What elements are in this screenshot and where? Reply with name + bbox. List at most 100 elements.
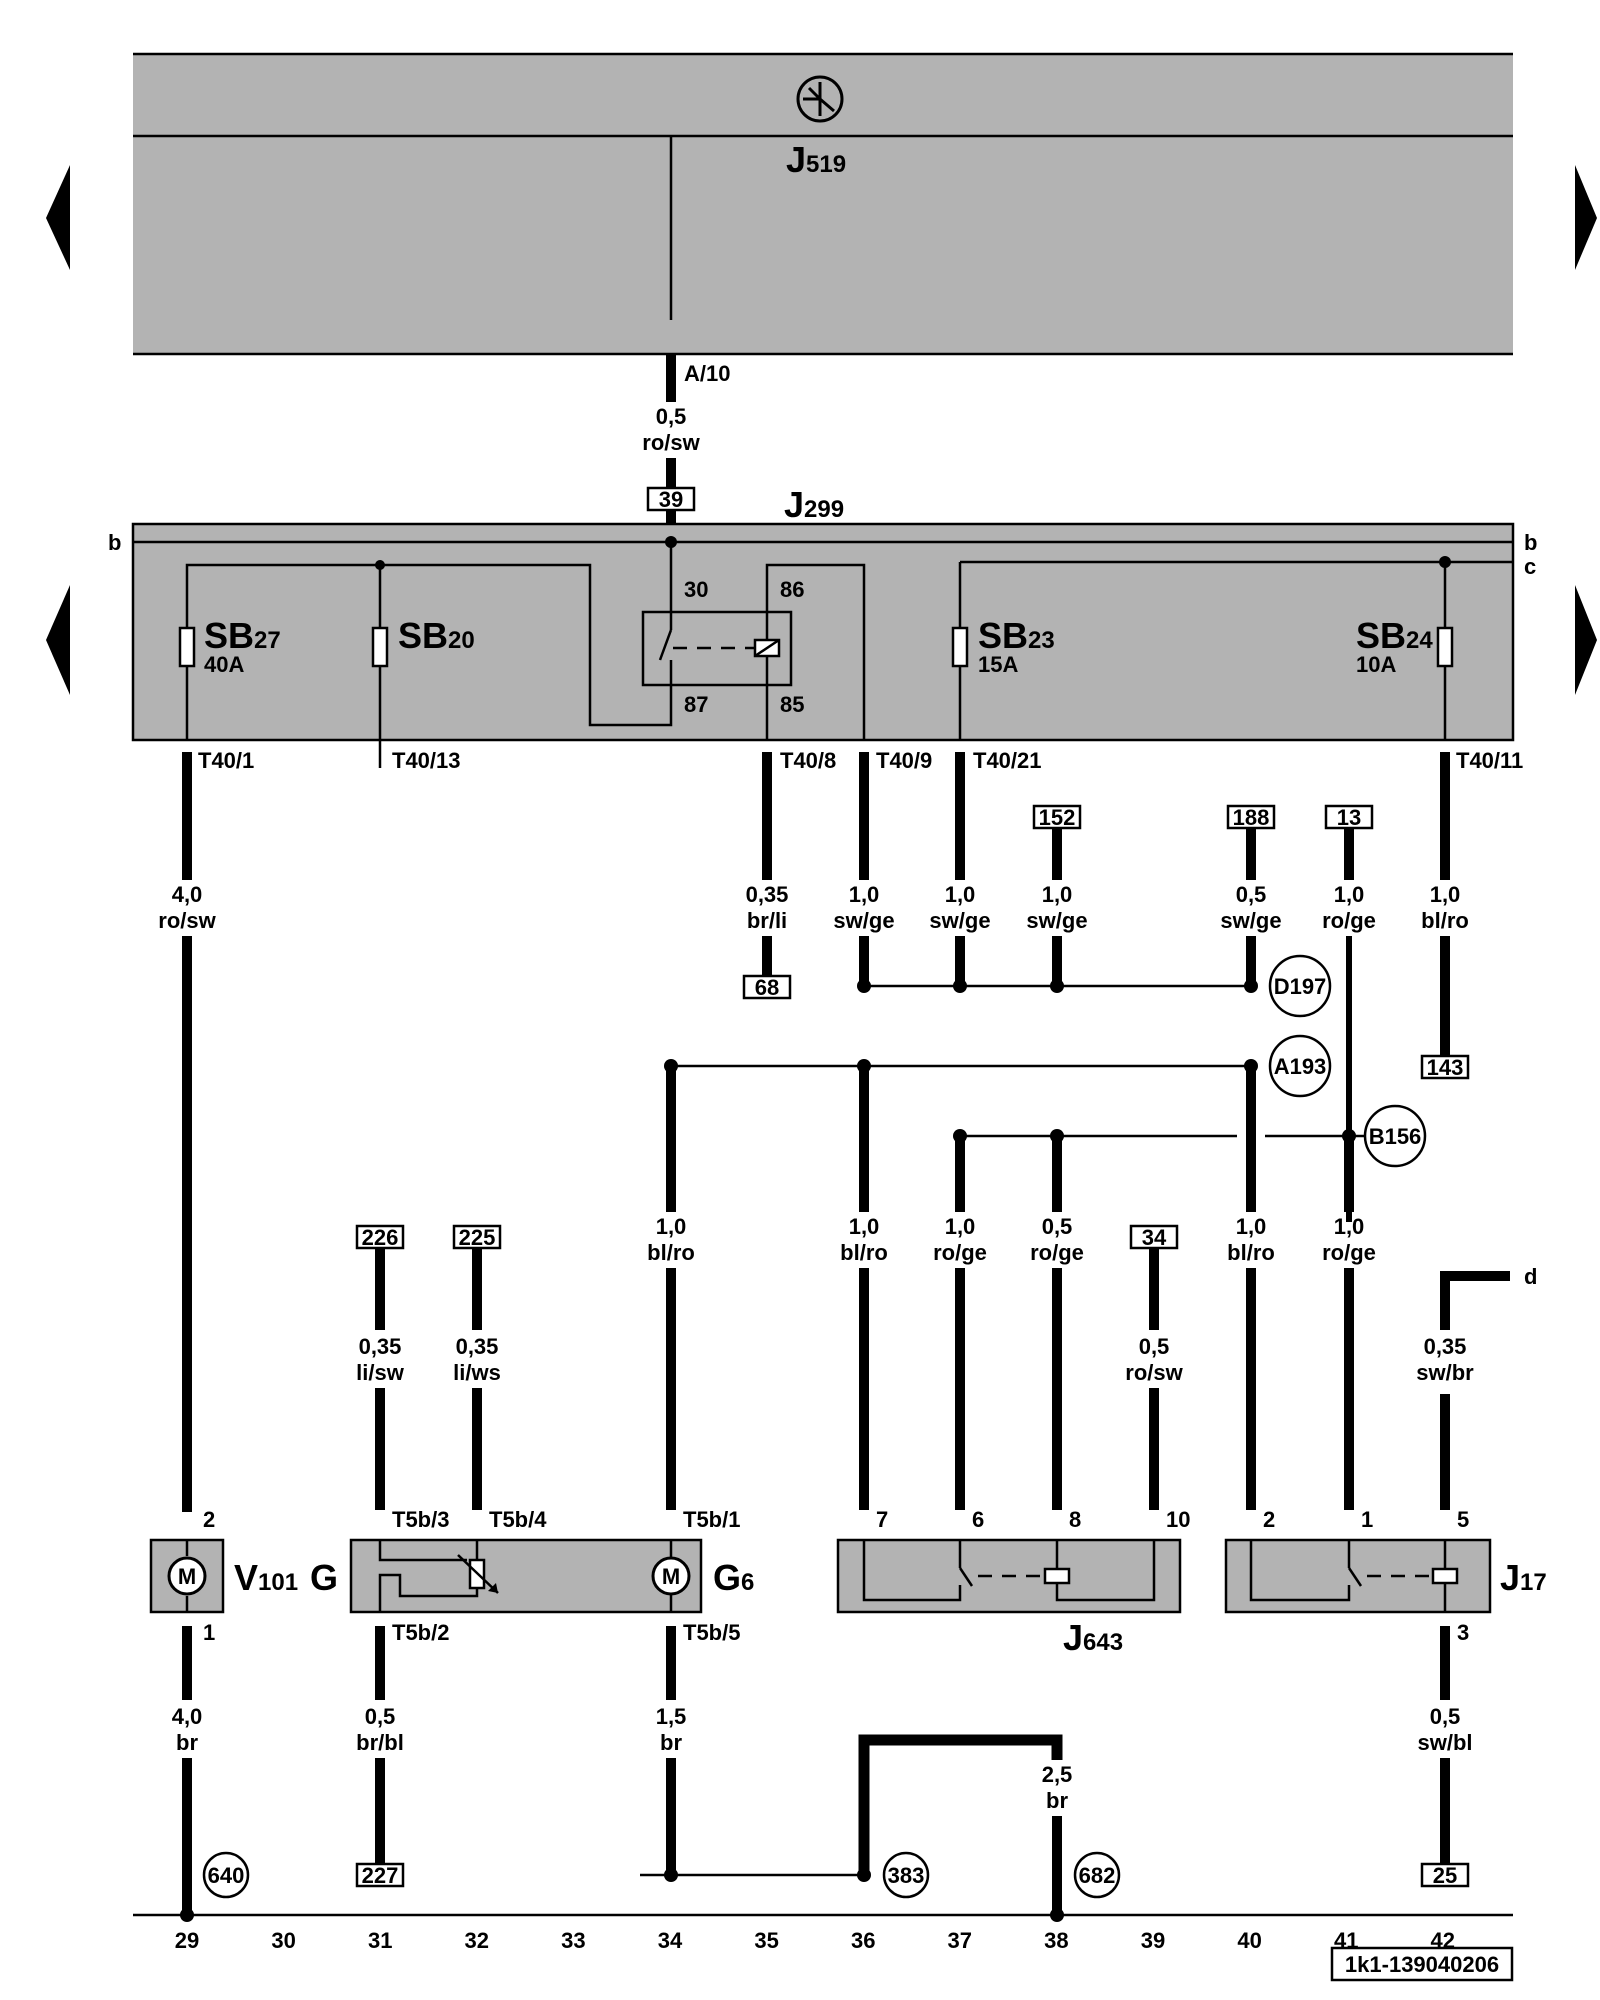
- relay-coil-icon: [1431, 1567, 1459, 1585]
- wire-color: ro/ge: [1322, 908, 1376, 933]
- wire-color: li/sw: [356, 1360, 405, 1385]
- wire-size: 1,0: [656, 1214, 687, 1239]
- wire-color: br/li: [747, 908, 787, 933]
- connector-b156[interactable]: [1363, 1104, 1427, 1168]
- grid-number: 34: [658, 1928, 683, 1953]
- pin-v101-2: 2: [203, 1507, 215, 1532]
- pin-j643-6: 6: [972, 1507, 984, 1532]
- wire-color: sw/bl: [1417, 1730, 1472, 1755]
- g-label: G: [310, 1557, 338, 1598]
- wire-color: br: [660, 1730, 682, 1755]
- j299-label: J299: [784, 484, 844, 525]
- pin-t40-13: T40/13: [392, 748, 461, 773]
- j519-control-unit: J519: [133, 52, 1513, 356]
- connector-682[interactable]: [1073, 1851, 1121, 1899]
- pin-a10: A/10: [684, 361, 730, 386]
- earth-symbol-icon: [796, 75, 844, 123]
- bus-c-right-label: c: [1524, 554, 1536, 579]
- grid-number: 36: [851, 1928, 875, 1953]
- g-g6-sender: M: [349, 1538, 703, 1614]
- diagram-code: 1k1-139040206: [1345, 1952, 1499, 1977]
- j643-relay: [836, 1538, 1182, 1614]
- ref-label: 227: [362, 1863, 399, 1888]
- sb20-label: SB20: [398, 615, 475, 656]
- pin-t40-8: T40/8: [780, 748, 836, 773]
- j17-relay: [1224, 1538, 1492, 1614]
- ref-label: 13: [1337, 805, 1361, 830]
- ref-label: 39: [659, 487, 683, 512]
- wire-color: bl/ro: [1421, 908, 1469, 933]
- wire-color: sw/br: [1416, 1360, 1474, 1385]
- pin-j17-3: 3: [1457, 1620, 1469, 1645]
- ref-box-68[interactable]: [742, 974, 792, 1000]
- sb24-rating: 10A: [1356, 652, 1396, 677]
- nav-left-arrow-middle[interactable]: [46, 585, 70, 695]
- j17-label: J17: [1500, 1557, 1547, 1598]
- wire-size: 0,5: [1139, 1334, 1170, 1359]
- connector-label: D197: [1274, 974, 1327, 999]
- wire-size: 1,0: [1430, 882, 1461, 907]
- wire-color: ro/sw: [158, 908, 216, 933]
- bus-b-right-label: b: [1524, 530, 1537, 555]
- j299-relay-block: J299 b b c SB27 40A SB20 SB23 15A SB24 1…: [108, 484, 1537, 742]
- pin-t40-21: T40/21: [973, 748, 1042, 773]
- nav-left-arrow-top[interactable]: [46, 165, 70, 270]
- wire-size: 1,0: [849, 882, 880, 907]
- wire-size: 1,0: [1334, 1214, 1365, 1239]
- wire-color: ro/sw: [1125, 1360, 1183, 1385]
- wire-color: sw/ge: [833, 908, 894, 933]
- wire-682: [858, 1734, 1063, 1875]
- sb27-label: SB27: [204, 615, 281, 656]
- grid-number: 40: [1237, 1928, 1261, 1953]
- wire-color: ro/ge: [1322, 1240, 1376, 1265]
- nav-right-arrow-middle[interactable]: [1575, 585, 1597, 695]
- ref-label: 152: [1039, 805, 1076, 830]
- ref-box-143[interactable]: [1420, 1054, 1470, 1080]
- relay-pin-85: 85: [780, 692, 804, 717]
- sb23-label: SB23: [978, 615, 1055, 656]
- nav-right-arrow-top[interactable]: [1575, 165, 1597, 270]
- wire-size: 1,0: [1042, 882, 1073, 907]
- pin-j17-5: 5: [1457, 1507, 1469, 1532]
- pin-t40-9: T40/9: [876, 748, 932, 773]
- motor-symbol: M: [662, 1564, 680, 1589]
- grid-number: 31: [368, 1928, 392, 1953]
- motor-icon: [167, 1556, 207, 1596]
- wire-color: br: [176, 1730, 198, 1755]
- connector-a193[interactable]: [1268, 1034, 1332, 1098]
- pin-t5b-5: T5b/5: [683, 1620, 740, 1645]
- sb27-rating: 40A: [204, 652, 244, 677]
- ref-label: 225: [459, 1225, 496, 1250]
- ref-box-227[interactable]: [355, 1862, 405, 1888]
- relay-icon: [641, 610, 793, 687]
- ref-label: 68: [755, 975, 779, 1000]
- pin-j643-10: 10: [1166, 1507, 1190, 1532]
- grid-number: 32: [465, 1928, 489, 1953]
- wire-color: sw/ge: [1026, 908, 1087, 933]
- pin-t5b-1: T5b/1: [683, 1507, 740, 1532]
- ref-label: 143: [1427, 1055, 1464, 1080]
- connector-640[interactable]: [202, 1851, 250, 1899]
- connector-383[interactable]: [882, 1851, 930, 1899]
- pin-t5b-4: T5b/4: [489, 1507, 547, 1532]
- ref-label: 25: [1433, 1863, 1457, 1888]
- connector-d197[interactable]: [1268, 954, 1332, 1018]
- j519-label: J519: [786, 139, 846, 180]
- wire-size: 0,35: [456, 1334, 499, 1359]
- pin-j643-8: 8: [1069, 1507, 1081, 1532]
- pin-j17-2: 2: [1263, 1507, 1275, 1532]
- wire-color: ro/ge: [933, 1240, 987, 1265]
- wire-size: 1,0: [849, 1214, 880, 1239]
- wire-size: 0,35: [1424, 1334, 1467, 1359]
- connector-label: 383: [888, 1863, 925, 1888]
- fuse-sb24-icon: [1436, 626, 1454, 668]
- wire-size: 0,5: [656, 404, 687, 429]
- pin-t5b-3: T5b/3: [392, 1507, 449, 1532]
- connector-label: A193: [1274, 1054, 1327, 1079]
- fuse-sb23-icon: [951, 626, 969, 668]
- wire-color: bl/ro: [840, 1240, 888, 1265]
- ref-box-25[interactable]: [1420, 1862, 1470, 1888]
- motor-symbol: M: [178, 1564, 196, 1589]
